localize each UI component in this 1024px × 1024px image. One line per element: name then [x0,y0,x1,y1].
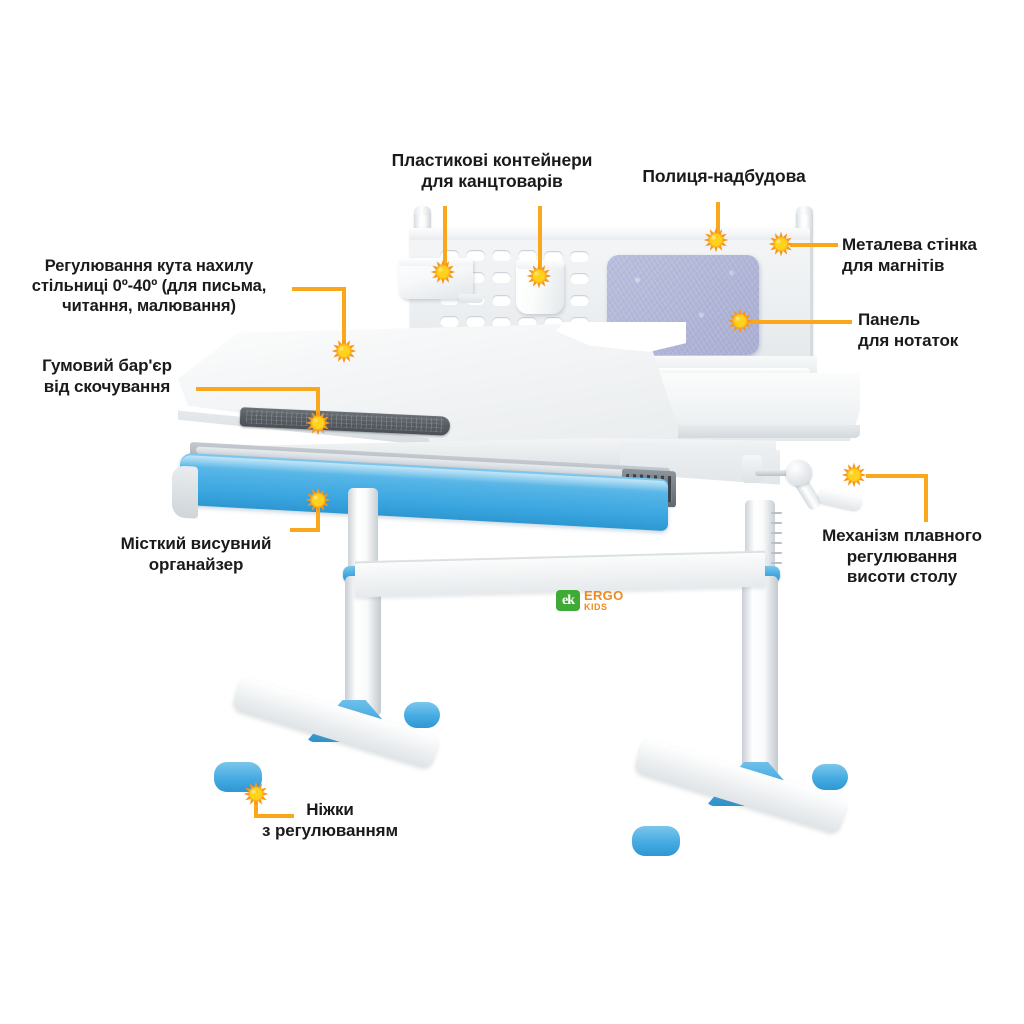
marker-metal-wall[interactable] [767,230,795,258]
marker-tilt-angle[interactable] [330,337,358,365]
callout-line-tilt-h [292,287,346,291]
marker-rubber-barrier[interactable] [304,409,332,437]
callout-label-tilt-angle: Регулювання кута нахилу стільниці 0º-40º… [31,257,267,316]
marker-adjustable-feet[interactable] [242,780,270,808]
brand-logo-badge: ek [556,590,580,611]
callout-line-barrier-v [316,387,320,419]
marker-container-tray[interactable] [429,258,457,286]
callout-label-pullout-organizer: Місткий висувний органайзер [120,534,272,574]
callout-line-feet-h [254,814,294,818]
height-scale-marks [771,512,783,572]
callout-label-shelf-superstructure: Полиця-надбудова [642,166,806,186]
callout-line-notes [748,320,852,324]
foot-left-cap-far [404,702,440,728]
brand-logo-ergo: ERGO [584,588,624,603]
callout-label-rubber-barrier: Гумовий бар'єр від скочування [42,356,172,396]
foot-right-cap-near [632,826,680,856]
marker-container-cup[interactable] [525,262,553,290]
callout-label-adjustable-feet: Ніжки з регулюванням [262,800,398,840]
plastic-tray-lip [399,258,473,266]
callout-line-containers-a [443,206,447,272]
callout-line-containers-b [538,206,542,276]
callout-line-drawer-v [316,498,320,532]
crank-grip [816,487,864,512]
hutch-post-left-cap [414,206,431,215]
crank-shaft [755,470,791,476]
callout-label-height-mechanism: Механізм плавного регулювання висоти сто… [822,526,982,587]
callout-line-shelf [716,202,720,234]
callout-label-metal-wall: Металева стінка для магнітів [842,235,977,275]
leg-left-lower [345,576,381,716]
callout-label-notes-panel: Панель для нотаток [858,310,959,350]
callout-line-barrier-h [196,387,320,391]
callout-line-metalwall [790,243,838,247]
hutch-post-right-cap [796,206,813,215]
foot-right-cap-far [812,764,848,790]
callout-line-crank-h [866,474,928,478]
drawer-end-cap [172,465,198,519]
marker-height-mechanism[interactable] [840,461,868,489]
brand-logo: ek ERGO KIDS [556,589,623,612]
callout-line-tilt-v [342,287,346,349]
marker-shelf-superstructure[interactable] [702,226,730,254]
leg-left-upper [348,488,378,570]
crank-hub [786,460,812,486]
marker-notes-panel[interactable] [726,307,754,335]
marker-pullout-organizer[interactable] [304,486,332,514]
callout-line-drawer-h [290,528,320,532]
leg-right-lower [742,576,778,776]
callout-label-plastic-containers: Пластикові контейнери для канцтоварів [391,150,593,192]
hutch-top-rail [410,228,810,240]
brand-logo-words: ERGO KIDS [584,589,623,612]
plastic-tray-arm [459,294,483,303]
crank-bracket [742,455,762,483]
brand-logo-kids: KIDS [584,602,608,612]
callout-line-crank-v [924,474,928,522]
hutch-under-rail [620,368,810,376]
